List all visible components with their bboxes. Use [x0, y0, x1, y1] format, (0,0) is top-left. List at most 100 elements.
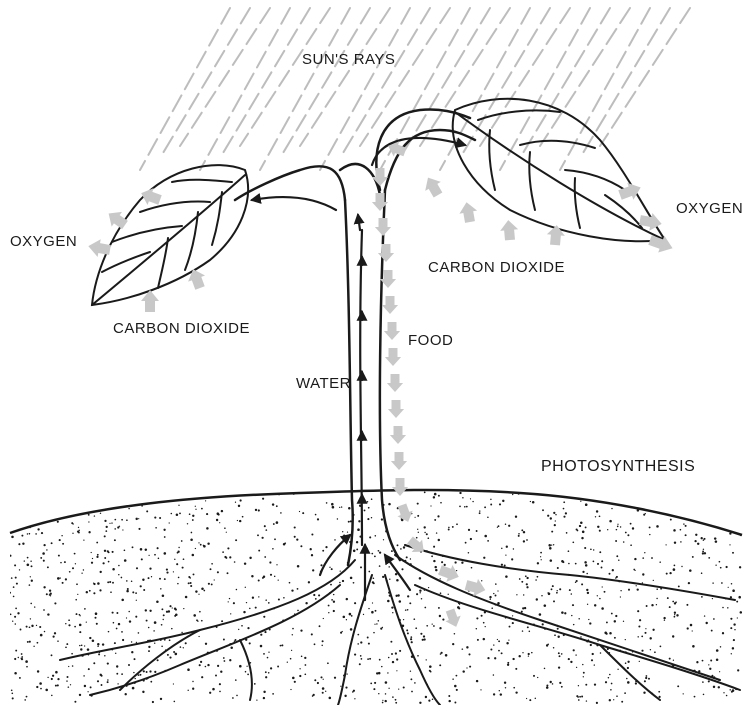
soil-dot — [532, 501, 535, 504]
soil-dot — [553, 600, 555, 602]
soil-dot — [740, 490, 741, 491]
soil-dot — [702, 552, 704, 554]
soil-dot — [161, 608, 163, 610]
soil-dot — [28, 488, 30, 490]
soil-dot — [568, 563, 570, 565]
soil-dot — [321, 645, 322, 646]
soil-dot — [246, 666, 247, 667]
soil-dot — [36, 494, 39, 497]
soil-dot — [229, 556, 231, 558]
soil-dot — [703, 694, 705, 696]
soil-dot — [382, 702, 384, 704]
soil-dot — [371, 553, 373, 555]
soil-dot — [354, 654, 356, 656]
soil-dot — [609, 573, 611, 575]
soil-dot — [226, 532, 227, 533]
soil-dot — [498, 525, 500, 527]
soil-dot — [556, 592, 558, 594]
soil-dot — [601, 607, 604, 610]
sun-ray-line — [600, 8, 690, 146]
soil-dot — [260, 645, 263, 648]
soil-dot — [580, 501, 581, 502]
soil-dot — [300, 545, 302, 547]
soil-dot — [92, 498, 94, 500]
soil-dot — [101, 675, 103, 677]
soil-dot — [107, 663, 109, 665]
soil-dot — [142, 579, 144, 581]
soil-dot — [114, 519, 116, 521]
soil-dot — [459, 506, 461, 508]
soil-dot — [613, 498, 615, 500]
soil-dot — [470, 498, 471, 499]
soil-dot — [217, 571, 219, 573]
soil-dot — [612, 569, 614, 571]
soil-dot — [322, 692, 324, 694]
soil-dot — [683, 523, 684, 524]
soil-dot — [369, 536, 371, 538]
soil-dot — [426, 533, 428, 535]
soil-dot — [659, 696, 661, 698]
soil-dot — [573, 649, 575, 651]
soil-dot — [729, 544, 730, 545]
soil-dot — [72, 567, 74, 569]
soil-dot — [169, 522, 170, 523]
soil-dot — [136, 497, 138, 499]
soil-dot — [564, 612, 566, 614]
soil-dot — [727, 607, 728, 608]
soil-dot — [594, 664, 595, 665]
soil-dot — [31, 565, 33, 567]
soil-dot — [399, 650, 401, 652]
soil-dot — [531, 652, 533, 654]
soil-dot — [346, 598, 348, 600]
oxygen-arrow — [138, 185, 163, 209]
soil-dot — [738, 596, 741, 599]
soil-dot — [237, 520, 238, 521]
soil-dot — [265, 529, 267, 531]
soil-dot — [410, 638, 412, 640]
soil-dot — [86, 491, 87, 492]
soil-dot — [84, 608, 86, 610]
soil-dot — [219, 683, 221, 685]
soil-dot — [343, 616, 346, 619]
soil-dot — [645, 628, 646, 629]
soil-dot — [388, 688, 389, 689]
soil-dot — [462, 497, 464, 499]
soil-dot — [436, 532, 437, 533]
soil-dot — [387, 672, 388, 673]
soil-dot — [74, 553, 76, 555]
soil-dot — [732, 589, 735, 592]
soil-dot — [501, 548, 502, 549]
soil-dot — [12, 501, 14, 503]
soil-dot — [551, 544, 552, 545]
soil-dot — [201, 491, 203, 493]
soil-dot — [513, 548, 514, 549]
soil-dot — [378, 672, 381, 675]
soil-dot — [245, 671, 247, 673]
soil-dot — [264, 631, 266, 633]
soil-dot — [215, 675, 217, 677]
soil-dot — [715, 565, 716, 566]
soil-dot — [181, 632, 182, 633]
soil-dot — [361, 658, 363, 660]
soil-dot — [241, 625, 243, 627]
soil-dot — [359, 663, 361, 665]
soil-dot — [541, 559, 542, 560]
soil-dot — [205, 488, 207, 490]
soil-dot — [578, 685, 579, 686]
soil-dot — [476, 617, 478, 619]
soil-dot — [270, 574, 272, 576]
soil-dot — [342, 580, 344, 582]
soil-dot — [96, 542, 98, 544]
soil-dot — [411, 641, 413, 643]
soil-dot — [66, 643, 68, 645]
soil-dot — [438, 607, 440, 609]
soil-dot — [550, 517, 552, 519]
soil-dot — [97, 680, 99, 682]
soil-dot — [12, 621, 13, 622]
soil-dot — [158, 558, 160, 560]
soil-dot — [678, 585, 680, 587]
soil-dot — [702, 501, 704, 503]
soil-dot — [297, 610, 299, 612]
soil-dot — [417, 515, 419, 517]
